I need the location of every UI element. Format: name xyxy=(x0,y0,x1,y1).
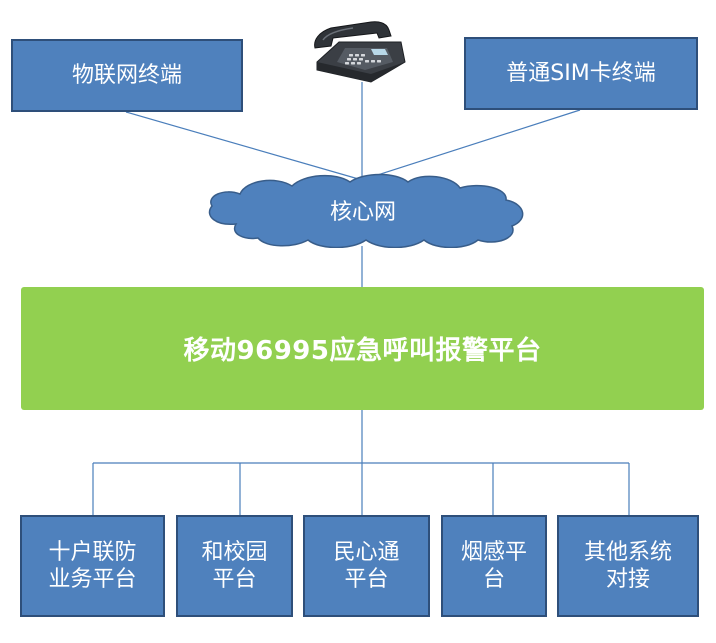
bottom-box-minxintong: 民心通 平台 xyxy=(303,515,430,617)
iot-terminal-label: 物联网终端 xyxy=(71,62,182,88)
bottom-box-line2: 平台 xyxy=(344,567,389,592)
line-sim-to-core xyxy=(361,109,581,181)
sim-terminal-box: 普通SIM卡终端 xyxy=(464,37,698,110)
bottom-box-other-systems: 其他系统 对接 xyxy=(557,515,699,617)
bottom-box-line1: 烟感平 xyxy=(460,539,527,565)
iot-terminal-box: 物联网终端 xyxy=(11,39,243,112)
bottom-box-line2: 台 xyxy=(482,567,505,592)
line-iot-to-core xyxy=(125,111,363,181)
emergency-platform-box: 移动96995应急呼叫报警平台 xyxy=(21,287,704,410)
bottom-box-joint-defense: 十户联防 业务平台 xyxy=(20,515,165,617)
core-network-label: 核心网 xyxy=(329,200,396,225)
bottom-box-campus: 和校园 平台 xyxy=(176,515,293,617)
cloud-icon xyxy=(208,173,524,248)
bottom-box-line1: 和校园 xyxy=(201,539,268,565)
bottom-box-line2: 业务平台 xyxy=(48,567,137,592)
telephone-icon xyxy=(314,21,406,83)
bottom-box-line2: 对接 xyxy=(605,567,650,592)
bottom-box-line1: 其他系统 xyxy=(583,539,672,565)
sim-terminal-label: 普通SIM卡终端 xyxy=(506,60,656,86)
bottom-box-line1: 十户联防 xyxy=(48,539,137,565)
bottom-box-smoke-sensor: 烟感平 台 xyxy=(441,515,547,617)
bottom-box-line1: 民心通 xyxy=(333,539,400,565)
bottom-box-line2: 平台 xyxy=(212,567,257,592)
emergency-platform-label: 移动96995应急呼叫报警平台 xyxy=(183,336,542,366)
